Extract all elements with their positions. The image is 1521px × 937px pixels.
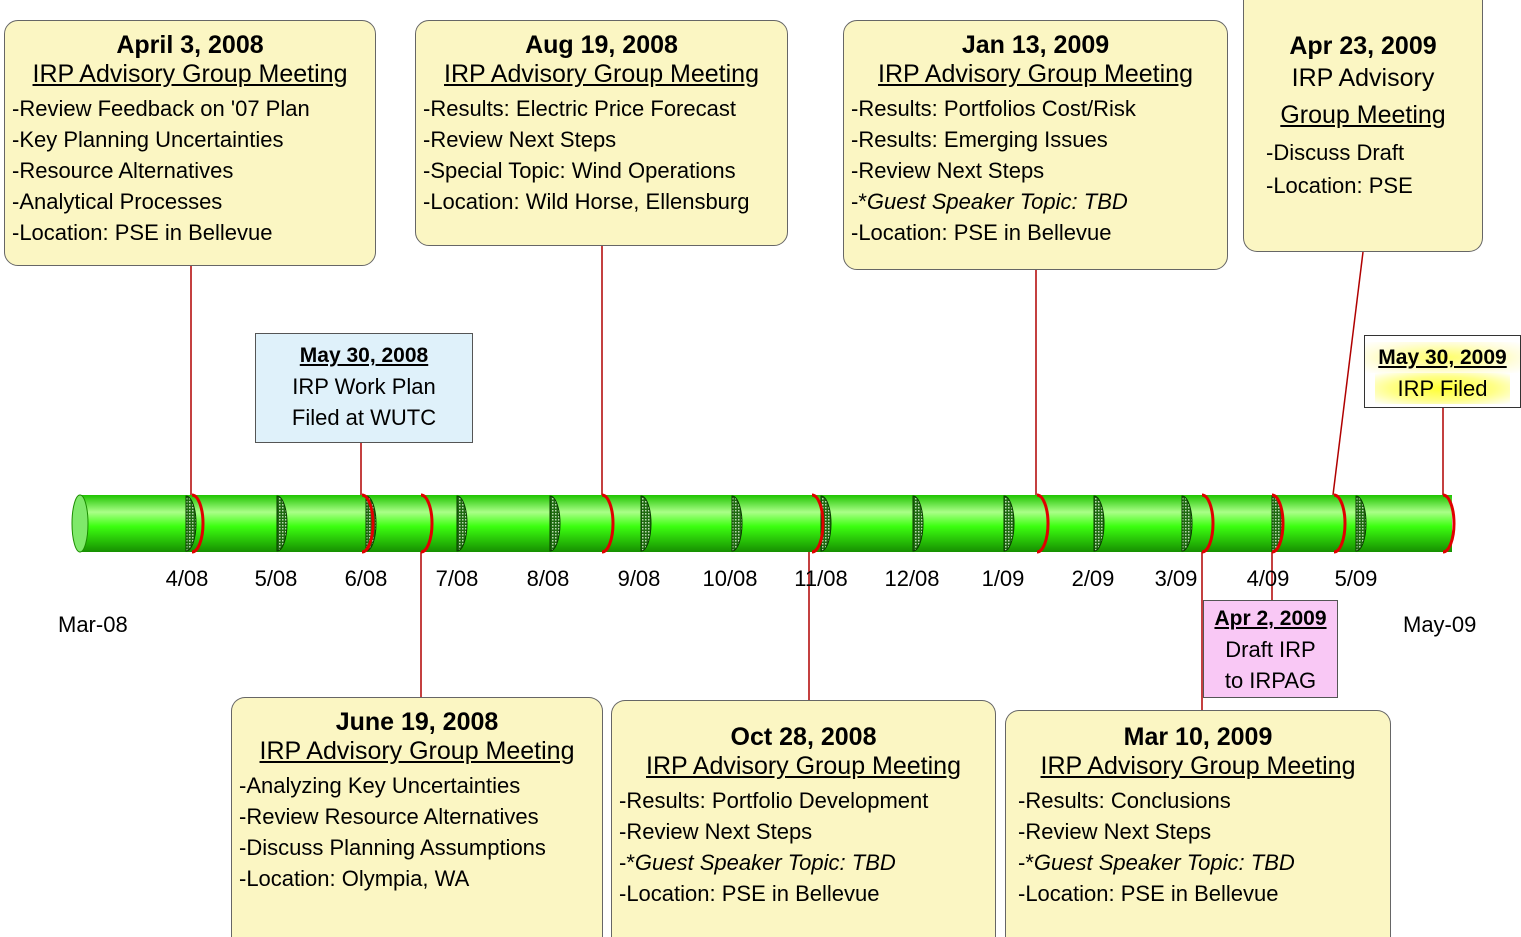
agenda-prefix: -* (1018, 850, 1034, 875)
agenda-list: -Results: Conclusions -Review Next Steps… (1006, 785, 1390, 909)
guest-speaker-text: Guest Speaker Topic: TBD (1033, 850, 1295, 875)
meeting-date: Oct 28, 2008 (730, 723, 877, 751)
agenda-item: -Results: Electric Price Forecast (423, 96, 736, 121)
agenda-item: -Location: PSE in Bellevue (1018, 881, 1279, 906)
meeting-date: Mar 10, 2009 (1123, 723, 1273, 751)
milestone-line: IRP Work Plan (292, 374, 436, 399)
agenda-item: -Location: Olympia, WA (239, 866, 470, 891)
agenda-list: -Results: Portfolios Cost/Risk -Results:… (844, 93, 1227, 248)
meeting-date: June 19, 2008 (335, 708, 499, 736)
month-label: 11/08 (794, 566, 848, 591)
agenda-item: -Review Resource Alternatives (239, 804, 539, 829)
meeting-title: IRP Advisory Group Meeting (32, 60, 348, 88)
month-label: 2/09 (1071, 566, 1115, 591)
meeting-card-apr-3-2008: April 3, 2008 IRP Advisory Group Meeting… (4, 20, 376, 266)
agenda-item: -Results: Portfolios Cost/Risk (851, 96, 1136, 121)
agenda-list: -Results: Electric Price Forecast -Revie… (416, 93, 787, 217)
agenda-item-guest-speaker: -*Guest Speaker Topic: TBD (619, 847, 995, 878)
meeting-date: Jan 13, 2009 (961, 31, 1110, 59)
agenda-item: -Special Topic: Wind Operations (423, 158, 736, 183)
agenda-list: -Analyzing Key Uncertainties -Review Res… (232, 770, 602, 894)
month-label: 9/08 (617, 566, 661, 591)
guest-speaker-text: Guest Speaker Topic: TBD (634, 850, 896, 875)
event-markers (191, 493, 1456, 554)
connector-lines (190, 246, 1444, 710)
meeting-card-jan-13-2009: Jan 13, 2009 IRP Advisory Group Meeting … (843, 20, 1228, 270)
end-label: May-09 (1403, 612, 1477, 637)
agenda-list: -Results: Portfolio Development -Review … (612, 785, 995, 909)
meeting-card-oct-28-2008: Oct 28, 2008 IRP Advisory Group Meeting … (611, 700, 996, 937)
meeting-date: Apr 23, 2009 (1289, 32, 1437, 60)
agenda-item: -Analytical Processes (12, 189, 223, 214)
timeline-tube (71, 494, 1452, 553)
meeting-title: IRP Advisory Group Meeting (646, 752, 961, 780)
milestone-date: May 30, 2009 (1365, 342, 1520, 373)
month-label: 1/09 (981, 566, 1025, 591)
meeting-card-june-19-2008: June 19, 2008 IRP Advisory Group Meeting… (231, 697, 603, 937)
agenda-item: -Location: PSE in Bellevue (619, 881, 880, 906)
milestone-may-30-2009: May 30, 2009 IRP Filed (1364, 335, 1521, 408)
month-label: 3/09 (1154, 566, 1198, 591)
agenda-item-guest-speaker: -*Guest Speaker Topic: TBD (851, 186, 1227, 217)
agenda-item: -Resource Alternatives (12, 158, 234, 183)
agenda-item: -Review Next Steps (851, 158, 1045, 183)
meeting-title: IRP Advisory Group Meeting (444, 60, 759, 88)
month-label: 10/08 (702, 566, 758, 591)
start-label: Mar-08 (58, 612, 128, 637)
month-ridges (185, 495, 1367, 552)
milestone-may-30-2008: May 30, 2008 IRP Work Plan Filed at WUTC (255, 333, 473, 443)
guest-speaker-text: Guest Speaker Topic: TBD (866, 189, 1128, 214)
meeting-date: Aug 19, 2008 (525, 31, 678, 59)
meeting-title: IRP Advisory Group Meeting (1040, 752, 1356, 780)
month-label: 4/08 (165, 566, 209, 591)
meeting-title: IRP Advisory Group Meeting (259, 737, 575, 765)
agenda-item: -Analyzing Key Uncertainties (239, 773, 521, 798)
agenda-item: -Location: PSE in Bellevue (851, 220, 1112, 245)
milestone-line: to IRPAG (1224, 668, 1317, 693)
agenda-prefix: -* (851, 189, 867, 214)
agenda-prefix: -* (619, 850, 635, 875)
agenda-item: -Review Feedback on '07 Plan (12, 96, 310, 121)
meeting-card-mar-10-2009: Mar 10, 2009 IRP Advisory Group Meeting … (1005, 710, 1391, 937)
agenda-item: -Discuss Draft (1266, 140, 1405, 165)
month-label: 8/08 (526, 566, 570, 591)
meeting-title: IRP Advisory Group Meeting (878, 60, 1193, 88)
agenda-item: -Results: Portfolio Development (619, 788, 929, 813)
meeting-title-line1: IRP Advisory (1291, 64, 1435, 92)
month-label: 4/09 (1246, 566, 1290, 591)
agenda-item: -Location: PSE in Bellevue (12, 220, 273, 245)
milestone-line: IRP Filed (1375, 373, 1510, 404)
agenda-item: -Review Next Steps (423, 127, 617, 152)
month-label: 7/08 (435, 566, 479, 591)
milestone-apr-2-2009: Apr 2, 2009 Draft IRP to IRPAG (1203, 600, 1338, 698)
meeting-title-line2: Group Meeting (1280, 101, 1446, 129)
agenda-item: -Location: PSE (1266, 173, 1413, 198)
agenda-item: -Review Next Steps (1018, 819, 1212, 844)
agenda-item: -Location: Wild Horse, Ellensburg (423, 189, 750, 214)
month-label: 5/08 (254, 566, 298, 591)
meeting-card-aug-19-2008: Aug 19, 2008 IRP Advisory Group Meeting … (415, 20, 788, 246)
meeting-date: April 3, 2008 (116, 31, 264, 59)
connector-apr23-2009 (1332, 251, 1364, 496)
agenda-item: -Discuss Planning Assumptions (239, 835, 546, 860)
milestone-date: Apr 2, 2009 (1214, 607, 1327, 630)
agenda-item: -Results: Conclusions (1018, 788, 1231, 813)
milestone-date: May 30, 2008 (299, 344, 429, 367)
milestone-line: Filed at WUTC (291, 405, 437, 430)
month-label: 5/09 (1334, 566, 1378, 591)
agenda-item: -Results: Emerging Issues (851, 127, 1108, 152)
meeting-card-apr-23-2009: Apr 23, 2009 IRP Advisory Group Meeting … (1243, 0, 1483, 252)
agenda-item: -Key Planning Uncertainties (12, 127, 284, 152)
agenda-item-guest-speaker: -*Guest Speaker Topic: TBD (1018, 847, 1390, 878)
agenda-list: -Review Feedback on '07 Plan -Key Planni… (5, 93, 375, 248)
milestone-line: Draft IRP (1225, 637, 1316, 662)
agenda-item: -Review Next Steps (619, 819, 813, 844)
agenda-list: -Discuss Draft -Location: PSE (1244, 136, 1482, 202)
month-label: 12/08 (884, 566, 940, 591)
month-label: 6/08 (344, 566, 388, 591)
